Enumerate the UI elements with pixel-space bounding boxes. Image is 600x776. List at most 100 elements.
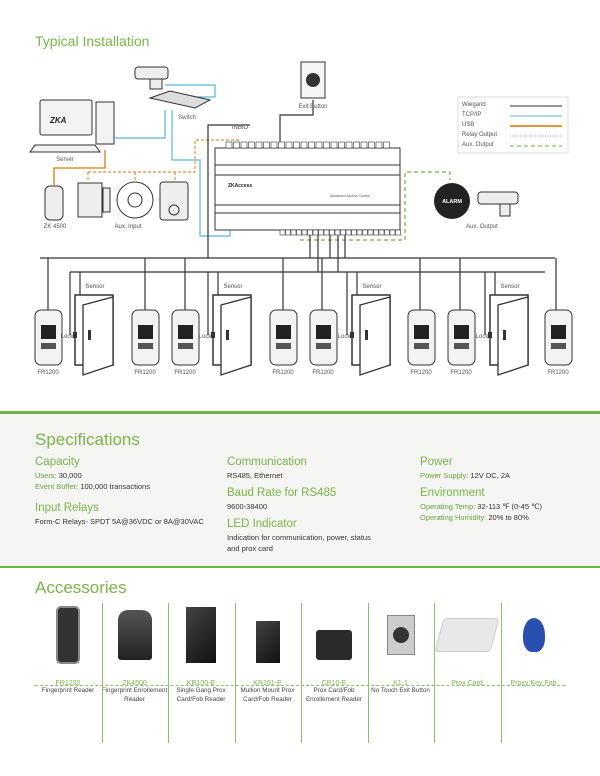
lock-label: Lock — [60, 334, 74, 340]
reader-label: FR1200 — [272, 370, 294, 376]
terminal-block — [285, 229, 291, 236]
terminal-block — [340, 229, 346, 236]
fr1200-reader-icon — [171, 309, 200, 366]
terminal-block — [301, 229, 308, 236]
terminal-block — [293, 141, 300, 149]
tcpip-cable — [171, 110, 231, 237]
input-relays-heading: Input Relays — [35, 502, 99, 514]
aux-input-prox-icon — [116, 181, 154, 219]
aux-input-reader-icon — [77, 182, 103, 218]
terminal-block — [378, 229, 385, 236]
reader-label: FR1200 — [450, 370, 472, 376]
terminal-block — [315, 141, 323, 149]
spec-column-1: Capacity Users: 30,000 Event Buffer: 100… — [35, 456, 225, 537]
accessory-item: FR1200 Fingerprint Reader — [35, 600, 101, 750]
terminal-block — [330, 141, 338, 149]
accessory-name: FR1200 — [55, 680, 81, 687]
accessory-item: ZK4500 Fingerprint Enrollement Reader — [102, 600, 168, 750]
led-heading: LED Indicator — [227, 518, 297, 530]
baud-heading: Baud Rate for RS485 — [227, 487, 337, 499]
humidity-value: 20% to 80% — [486, 513, 529, 522]
accessory-item: KR100-E Single Gang Prox Card/Fob Reader — [168, 600, 234, 750]
accessory-name: ZK4500 — [122, 680, 147, 687]
terminal-block — [351, 229, 357, 236]
terminal-block — [389, 229, 396, 236]
legend-label: Wiegand — [462, 102, 486, 108]
reader-label: FR1200 — [37, 370, 59, 376]
accessory-image — [501, 600, 567, 670]
lock-icon — [350, 332, 354, 338]
accessory-description: Fingerprint Enrollement Reader — [101, 687, 168, 703]
terminal-block — [312, 229, 319, 236]
installation-title: Typical Installation — [35, 33, 150, 49]
aux-output-label: Aux. Output — [466, 224, 498, 230]
reader-label: FR1200 — [134, 370, 156, 376]
accessory-item: CR10-E Prox Card/Fob Enrollement Reader — [301, 600, 367, 750]
accessory-description: Prox Card/Fob Enrollement Reader — [305, 687, 362, 703]
accessory-name: K1-1 — [393, 680, 408, 687]
terminal-block — [368, 141, 375, 149]
terminal-block — [300, 141, 308, 149]
accessory-name: Prox Card — [451, 680, 483, 687]
accessory-description: Mullion Mount Prox Card/Fob Reader — [240, 687, 295, 703]
accessory-item: KR101-E Mullion Mount Prox Card/Fob Read… — [235, 600, 301, 750]
terminal-block — [345, 229, 352, 236]
reader-label: FR1200 — [547, 370, 569, 376]
divider — [168, 603, 169, 743]
tcpip-cable — [115, 110, 166, 139]
exit-button-cable — [279, 100, 314, 145]
legend-label: USB — [462, 122, 475, 128]
users-value: 30,000 — [56, 471, 82, 480]
aux-input-device-icon — [159, 181, 189, 221]
wiegand-bus — [40, 257, 555, 273]
specifications-section — [0, 414, 600, 567]
terminal-block — [345, 141, 353, 149]
terminal-block — [323, 229, 330, 236]
terminal-block — [290, 229, 297, 236]
fr1200-reader-icon — [309, 309, 338, 366]
lock-label: Lock — [475, 334, 489, 340]
lock-icon — [211, 332, 215, 338]
fr1200-reader-icon — [407, 309, 436, 366]
buffer-value: 100,000 transactions — [78, 482, 150, 491]
divider — [434, 603, 435, 743]
lock-icon — [488, 332, 492, 338]
accessory-item: K1-1 No Touch Exit Button — [368, 600, 434, 750]
spec-column-3: Power Power Supply: 12V DC, 2A Environme… — [420, 456, 600, 533]
legend-label: TCP/IP — [462, 112, 482, 118]
switch-label: Switch — [178, 115, 196, 121]
fr1200-reader-icon — [34, 309, 63, 366]
legend-label: Aux. Output — [462, 142, 494, 148]
accessory-name: Proxy Key Fob — [510, 680, 557, 687]
accessory-name: KR101-E — [253, 680, 282, 687]
aux-output-cable — [300, 171, 451, 241]
legend — [510, 105, 562, 147]
lock-label: Lock — [198, 334, 212, 340]
accessory-description: No Touch Exit Button — [371, 687, 430, 694]
network-switch-icon — [148, 90, 212, 109]
reader-label: FR1200 — [174, 370, 196, 376]
accessory-name: KR100-E — [186, 680, 216, 687]
door-icon — [350, 294, 391, 376]
terminal-block — [307, 229, 313, 236]
spec-column-2: Communication RS485, Ethernet Baud Rate … — [227, 456, 377, 564]
led-text: Indication for communication, power, sta… — [227, 533, 371, 553]
legend-label: Relay Output — [462, 132, 498, 138]
terminal-block — [367, 229, 374, 236]
users-key: Users: — [35, 471, 57, 480]
terminal-block — [373, 229, 379, 236]
terminal-block — [383, 141, 390, 149]
door-icon — [488, 294, 529, 376]
fr1200-reader-icon — [131, 309, 160, 366]
wiegand-cable — [207, 124, 250, 145]
baud-text: 9600-38400 — [227, 502, 268, 511]
accessory-image — [35, 600, 101, 670]
terminal-block — [263, 141, 270, 149]
terminal-block — [360, 141, 368, 149]
fr1200-reader-icon — [447, 309, 476, 366]
divider — [0, 566, 600, 568]
sensor-label: Sensor — [85, 284, 105, 290]
terminal-block — [395, 229, 401, 236]
terminal-block — [353, 141, 360, 149]
door-icon — [211, 294, 252, 376]
